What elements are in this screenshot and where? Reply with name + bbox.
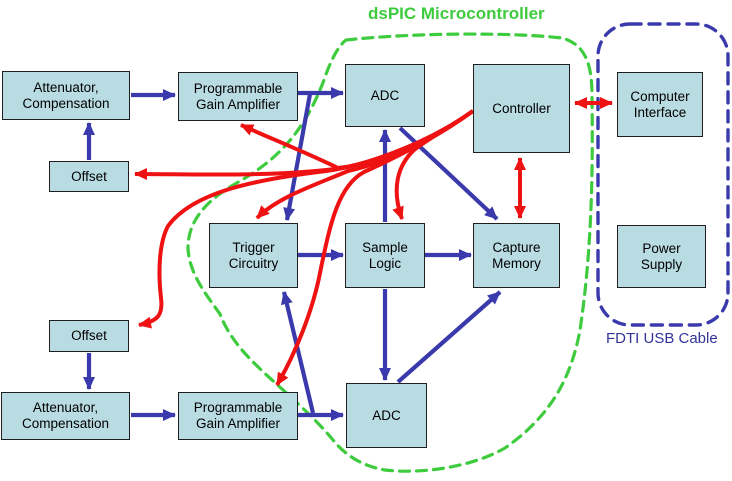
block-attenuator-compensation-upper: Attenuator, Compensation: [2, 71, 130, 120]
block-label: Attenuator, Compensation: [22, 79, 110, 111]
block-trigger-circuitry: Trigger Circuitry: [209, 223, 298, 288]
control-arrows: [134, 97, 613, 387]
block-label: Trigger Circuitry: [228, 239, 279, 271]
block-label: ADC: [372, 407, 401, 423]
dspic-boundary-outline: [186, 32, 594, 473]
block-adc-lower: ADC: [346, 383, 427, 448]
block-label: Sample Logic: [362, 239, 408, 271]
block-controller: Controller: [473, 64, 570, 153]
block-label: ADC: [370, 87, 400, 103]
block-attenuator-compensation-lower: Attenuator, Compensation: [1, 392, 130, 440]
block-sample-logic: Sample Logic: [345, 223, 425, 288]
arrow-pga-upper-to-trigger: [283, 93, 313, 221]
control-controller-to-sample-logic: [392, 111, 472, 220]
block-label: Computer Interface: [630, 88, 690, 120]
block-offset-upper: Offset: [49, 161, 129, 192]
arrow-pga-lower-to-trigger: [280, 291, 316, 414]
block-offset-lower: Offset: [49, 320, 129, 352]
block-pga-lower: Programmable Gain Amplifier: [178, 392, 298, 440]
dspic-microcontroller-label: dsPIC Microcontroller: [368, 4, 545, 23]
block-label: Programmable Gain Amplifier: [193, 400, 283, 431]
block-label: Offset: [71, 168, 107, 184]
block-pga-upper: Programmable Gain Amplifier: [178, 72, 298, 121]
fdti-usb-cable-label: FDTI USB Cable: [606, 330, 718, 347]
block-label: Capture Memory: [492, 239, 541, 271]
block-label: Programmable Gain Amplifier: [193, 80, 283, 112]
block-power-supply: Power Supply: [617, 225, 706, 288]
block-label: Controller: [492, 100, 551, 116]
block-label: Power Supply: [640, 240, 683, 272]
block-computer-interface: Computer Interface: [617, 72, 703, 137]
block-label: Attenuator, Compensation: [21, 400, 110, 431]
block-capture-memory: Capture Memory: [473, 223, 560, 288]
usb-cable-outline: [596, 22, 730, 327]
arrow-adc-lower-to-capture-memory: [396, 290, 502, 384]
block-adc-upper: ADC: [345, 64, 425, 127]
control-controller-to-offset-lower: [138, 109, 475, 329]
control-controller-to-pga-lower: [275, 109, 475, 387]
block-label: Offset: [71, 328, 107, 344]
